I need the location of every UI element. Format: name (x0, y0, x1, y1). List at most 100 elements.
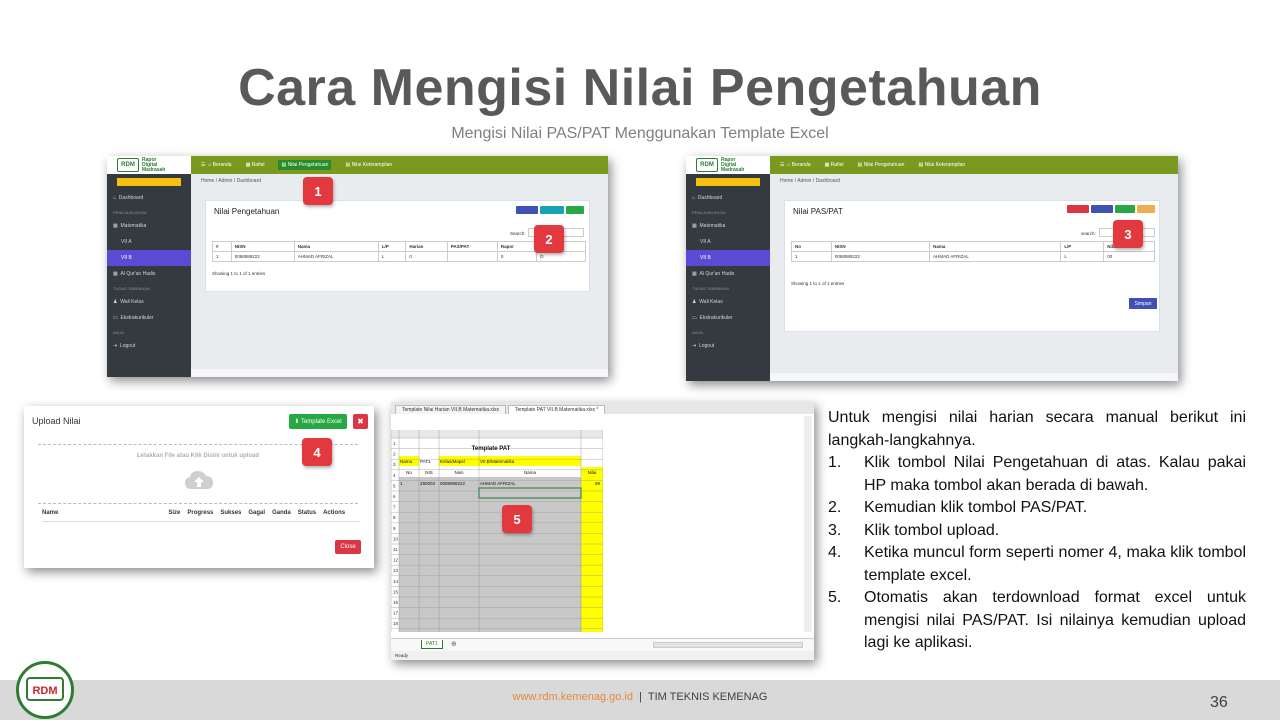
sidebar-item-matematika[interactable]: ▦ Matematika (692, 223, 726, 229)
nav-rafiel[interactable]: ▦ Rafiel (824, 162, 844, 168)
sidebar-heading-akun: AKUN (113, 329, 125, 335)
table-cell: L (377, 251, 407, 262)
excel-row-number: 8 (393, 515, 396, 520)
sidebar-heading-akun: AKUN (692, 329, 704, 335)
footer-url[interactable]: www.rdm.kemenag.go.id (512, 691, 633, 703)
screenshot-nilai-pengetahuan: ☰ ⌂ Beranda ▦ Rafiel ▤ Nilai Pengetahuan… (107, 156, 608, 377)
instructions-lead: Untuk mengisi nilai harian secara manual… (828, 409, 1246, 449)
excel-tab-harian[interactable]: Template Nilai Harian VII.B Matematika.x… (395, 405, 506, 414)
sidebar-item-logout[interactable]: ⇥ Logout (113, 343, 136, 349)
sidebar-item-vii-a[interactable]: VII A (700, 239, 711, 245)
pas-pat-button[interactable] (516, 206, 538, 214)
cloud-upload-icon (185, 471, 213, 489)
simpan-button[interactable] (566, 206, 584, 214)
add-sheet-icon[interactable]: ⊕ (451, 640, 457, 648)
sidebar-item-dashboard[interactable]: ⌂ Dashboard (113, 195, 144, 201)
close-button[interactable]: Close (335, 540, 361, 554)
sidebar-item-logout[interactable]: ⇥ Logout (692, 343, 715, 349)
step-marker-2: 2 (534, 225, 564, 253)
showing-entries: Showing 1 to 1 of 1 entries (791, 281, 845, 286)
nav-beranda[interactable]: ☰ ⌂ Beranda (780, 162, 811, 168)
breadcrumb: Home / Admin / Dashboard (780, 178, 841, 184)
sidebar-heading-tugas: TUGAS TAMBAHAN (113, 285, 150, 291)
excel-row-number: 4 (393, 473, 396, 478)
excel-header-cell: NIS (425, 470, 433, 475)
rdm-logo-icon: RDM (117, 158, 139, 172)
list-item: 4.Ketika muncul form seperti nomer 4, ma… (828, 544, 1246, 584)
search-label: search: (1081, 231, 1096, 236)
table-cell: AHMAD AFRIZAL (293, 251, 379, 262)
close-x-button[interactable]: ✖ (353, 414, 368, 429)
upload-button[interactable] (540, 206, 564, 214)
excel-row-number: 16 (393, 600, 399, 605)
column-header: No (791, 241, 832, 252)
sheet-tab-pat1[interactable]: PAT1 (421, 640, 443, 649)
excel-right-area (603, 416, 803, 632)
nav-nilai-keterampilan[interactable]: ▤ Nilai Keterampilan (918, 162, 966, 168)
reset-button[interactable] (1137, 205, 1155, 213)
sidebar-item-wali-kelas[interactable]: ♟ Wali Kelas (692, 299, 723, 305)
sidebar-item-dashboard[interactable]: ⌂ Dashboard (692, 195, 723, 201)
sidebar-item-matematika[interactable]: ▦ Matematika (113, 223, 147, 229)
excel-selected-cell (478, 487, 582, 499)
search-label: Search: (510, 231, 526, 236)
excel-cell: Kelas/Mapel (440, 459, 465, 464)
upload-column-header: Size (168, 510, 181, 516)
table-cell: 0 (405, 251, 448, 262)
upload-dropzone[interactable]: Letakkan File atau Klik Disini untuk upl… (38, 444, 358, 504)
sidebar-item-ekstrakurikuler[interactable]: ▭ Ekstrakurikuler (692, 315, 733, 321)
excel-vscroll[interactable] (804, 416, 812, 632)
app-topbar: ☰ ⌂ Beranda ▦ Rafiel ▤ Nilai Pengetahuan… (107, 156, 608, 174)
table-cell: 1 (212, 251, 232, 262)
excel-row-number: 6 (393, 494, 396, 499)
nav-nilai-keterampilan[interactable]: ▤ Nilai Keterampilan (345, 162, 393, 168)
table-cell: 0 (496, 251, 538, 262)
export-button[interactable] (1091, 205, 1113, 213)
step-marker-3: 3 (1113, 220, 1143, 248)
instructions: Untuk mengisi nilai harian secara manual… (828, 407, 1246, 655)
upload-column-header: Actions (323, 510, 346, 516)
rdm-logo-icon: RDM (696, 158, 718, 172)
excel-data-cell: 99 (595, 481, 601, 486)
download-icon: ⬇ (294, 419, 300, 425)
excel-row-number: 5 (393, 483, 396, 488)
sidebar-item-vii-a[interactable]: VII A (121, 239, 132, 245)
nav-nilai-pengetahuan[interactable]: ▤ Nilai Pengetahuan (278, 160, 332, 170)
sidebar-item-wali-kelas[interactable]: ♟ Wali Kelas (113, 299, 144, 305)
upload-column-header: Status (297, 510, 317, 516)
sidebar-item-quran[interactable]: ▦ Al Qur'an Hadis (692, 271, 735, 277)
main-content: Home / Admin / Dashboard Nilai Pengetahu… (191, 174, 608, 377)
nav-nilai-pengetahuan[interactable]: ▤ Nilai Pengetahuan (857, 162, 905, 168)
upload-pat-button[interactable] (1115, 205, 1135, 213)
table-cell: 1 (791, 251, 832, 262)
kembali-button[interactable] (1067, 205, 1089, 213)
excel-hscroll[interactable] (653, 642, 803, 648)
semester-badge (696, 178, 760, 186)
sidebar-item-quran[interactable]: ▦ Al Qur'an Hadis (113, 271, 156, 277)
excel-column-header-bar (391, 430, 603, 438)
step-marker-4: 4 (302, 438, 332, 466)
sidebar-item-vii-b[interactable]: VII B (686, 250, 770, 266)
screenshot-nilai-pas-pat: ☰ ⌂ Beranda ▦ Rafiel ▤ Nilai Pengetahuan… (686, 156, 1178, 381)
excel-row-number: 1 (393, 441, 396, 446)
sidebar-item-ekstrakurikuler[interactable]: ▭ Ekstrakurikuler (113, 315, 154, 321)
excel-tab-pat[interactable]: Template PAT VII.B Matematika.xlsx * (507, 405, 606, 414)
sidebar: ⌂ Dashboard PENILAIAN AKSIA ▦ Matematika… (686, 174, 770, 381)
simpan-button[interactable]: Simpan (1129, 298, 1157, 309)
excel-row-number: 9 (393, 526, 396, 531)
upload-column-header: Sukses (220, 510, 242, 516)
nav-rafiel[interactable]: ▦ Rafiel (245, 162, 265, 168)
sidebar-heading-tugas: TUGAS TAMBAHAN (692, 285, 729, 291)
sidebar-item-vii-b[interactable]: VII B (107, 250, 191, 266)
template-excel-button[interactable]: ⬇ Template Excel (289, 414, 347, 429)
page-number: 36 (1210, 694, 1228, 711)
footer-team: TIM TEKNIS KEMENAG (647, 691, 768, 703)
nav-beranda[interactable]: ☰ ⌂ Beranda (201, 162, 232, 168)
